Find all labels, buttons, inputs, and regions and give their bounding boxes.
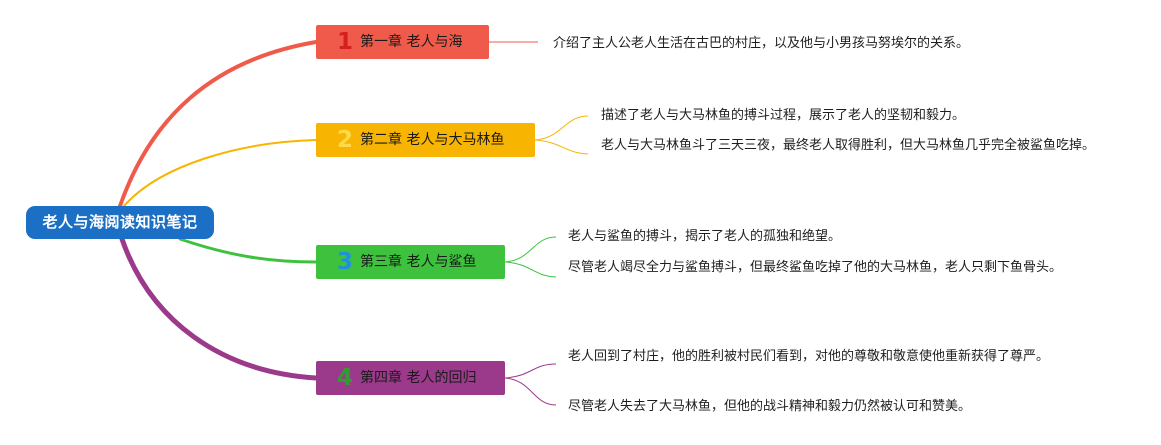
branch-line-1 [118,40,318,208]
chapter-title-4: 第四章 老人的回归 [360,370,477,386]
chapter-node-4[interactable]: 4 第四章 老人的回归 [316,361,505,395]
root-node[interactable]: 老人与海阅读知识笔记 [26,206,214,239]
chapter-title-1: 第一章 老人与海 [360,34,463,50]
branch-line-3 [178,237,318,264]
chapter-node-2[interactable]: 2 第二章 老人与大马林鱼 [316,123,535,157]
branch-line-4 [119,236,319,381]
leaf-line-4a [504,363,557,379]
leaf-line-2a [534,115,589,141]
chapter-title-3: 第三章 老人与鲨鱼 [360,254,477,270]
leaf-line-4b [504,377,557,406]
note-4-1: 老人回到了村庄，他的胜利被村民们看到，对他的尊敬和敬意使他重新获得了尊严。 [568,349,1050,364]
branch-line-2 [123,139,317,207]
chapter-number-4: 4 [336,365,353,391]
leaf-line-3a [504,236,557,263]
chapter-number-2: 2 [336,127,353,153]
note-2-2: 老人与大马林鱼斗了三天三夜，最终老人取得胜利，但大马林鱼几乎完全被鲨鱼吃掉。 [601,138,1096,153]
leaf-line-3b [504,261,557,278]
chapter-node-1[interactable]: 1 第一章 老人与海 [316,25,489,59]
leaf-line-2b [534,139,589,155]
chapter-node-3[interactable]: 3 第三章 老人与鲨鱼 [316,245,505,279]
note-3-2: 尽管老人竭尽全力与鲨鱼搏斗，但最终鲨鱼吃掉了他的大马林鱼，老人只剩下鱼骨头。 [568,260,1063,275]
note-4-2: 尽管老人失去了大马林鱼，但他的战斗精神和毅力仍然被认可和赞美。 [568,399,972,414]
chapter-title-2: 第二章 老人与大马林鱼 [360,132,505,148]
chapter-number-3: 3 [336,249,353,275]
note-3-1: 老人与鲨鱼的搏斗，揭示了老人的孤独和绝望。 [568,229,842,244]
chapter-number-1: 1 [336,29,353,55]
note-1-1: 介绍了主人公老人生活在古巴的村庄，以及他与小男孩马努埃尔的关系。 [553,36,970,51]
note-2-1: 描述了老人与大马林鱼的搏斗过程，展示了老人的坚韧和毅力。 [601,108,966,123]
